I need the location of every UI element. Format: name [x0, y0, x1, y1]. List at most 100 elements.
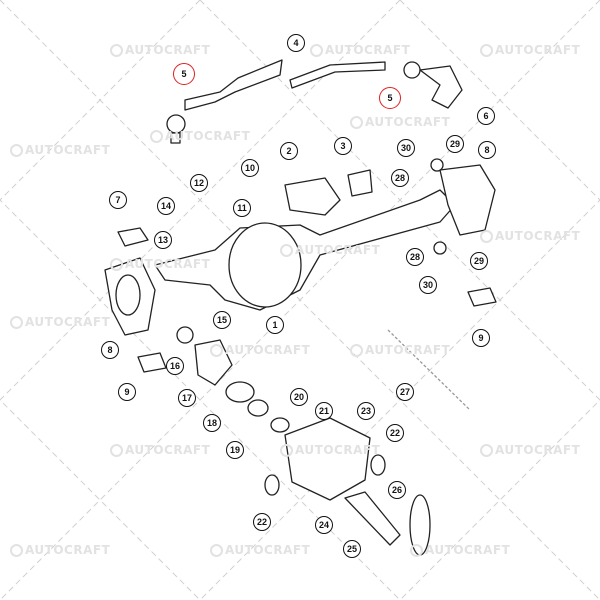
callout-30[interactable]: 30	[419, 276, 437, 294]
watermark-text: AUTOCRAFT	[25, 143, 111, 157]
callout-21[interactable]: 21	[315, 402, 333, 420]
bearing-19	[247, 399, 269, 417]
watermark-logo-icon	[480, 229, 493, 243]
tie-rod-left	[184, 59, 283, 111]
callout-2[interactable]: 2	[280, 142, 298, 160]
watermark: AUTOCRAFT	[110, 443, 210, 457]
watermark-logo-icon	[310, 43, 323, 57]
seal-15	[176, 326, 194, 344]
watermark: AUTOCRAFT	[210, 543, 310, 557]
callout-29[interactable]: 29	[470, 252, 488, 270]
watermark-logo-icon	[10, 543, 23, 557]
callout-7[interactable]: 7	[109, 191, 127, 209]
callout-9[interactable]: 9	[472, 329, 490, 347]
callout-9[interactable]: 9	[118, 383, 136, 401]
callout-28[interactable]: 28	[406, 248, 424, 266]
watermark-text: AUTOCRAFT	[165, 129, 251, 143]
watermark-text: AUTOCRAFT	[125, 43, 211, 57]
watermark-logo-icon	[150, 129, 163, 143]
watermark-logo-icon	[110, 43, 123, 57]
watermark-text: AUTOCRAFT	[295, 443, 381, 457]
steering-knuckle-right	[439, 164, 496, 236]
watermark-logo-icon	[10, 143, 23, 157]
cap-9-left	[137, 352, 167, 373]
callout-5[interactable]: 5	[173, 63, 195, 85]
watermark-text: AUTOCRAFT	[295, 243, 381, 257]
callout-3[interactable]: 3	[334, 137, 352, 155]
watermark: AUTOCRAFT	[480, 229, 580, 243]
watermark-logo-icon	[280, 443, 293, 457]
cap-9-right	[467, 287, 497, 307]
washer-28-lower	[433, 241, 447, 255]
callout-12[interactable]: 12	[190, 174, 208, 192]
callout-30[interactable]: 30	[397, 139, 415, 157]
callout-14[interactable]: 14	[157, 197, 175, 215]
watermark-text: AUTOCRAFT	[495, 43, 581, 57]
watermark-text: AUTOCRAFT	[25, 315, 111, 329]
watermark: AUTOCRAFT	[350, 343, 450, 357]
watermark: AUTOCRAFT	[410, 543, 510, 557]
callout-23[interactable]: 23	[357, 402, 375, 420]
watermark-logo-icon	[480, 443, 493, 457]
callout-22[interactable]: 22	[386, 424, 404, 442]
bearing-race-18	[225, 381, 255, 403]
callout-18[interactable]: 18	[203, 414, 221, 432]
callout-17[interactable]: 17	[178, 389, 196, 407]
watermark: AUTOCRAFT	[350, 115, 450, 129]
watermark-logo-icon	[350, 115, 363, 129]
watermark: AUTOCRAFT	[10, 143, 110, 157]
callout-28[interactable]: 28	[391, 169, 409, 187]
watermark-text: AUTOCRAFT	[365, 115, 451, 129]
knuckle-bore-left	[115, 274, 141, 316]
watermark-text: AUTOCRAFT	[25, 543, 111, 557]
watermark-text: AUTOCRAFT	[225, 343, 311, 357]
callout-25[interactable]: 25	[343, 540, 361, 558]
watermark-logo-icon	[110, 257, 123, 271]
differential-cover-opening	[228, 222, 302, 308]
watermark-text: AUTOCRAFT	[495, 229, 581, 243]
callout-5[interactable]: 5	[379, 87, 401, 109]
watermark-logo-icon	[110, 443, 123, 457]
grid-line	[0, 0, 401, 401]
washer-28	[430, 158, 444, 172]
callout-16[interactable]: 16	[166, 357, 184, 375]
watermark-text: AUTOCRAFT	[365, 343, 451, 357]
bracket-2	[284, 177, 341, 216]
callout-26[interactable]: 26	[388, 481, 406, 499]
callout-8[interactable]: 8	[478, 141, 496, 159]
watermark: AUTOCRAFT	[10, 315, 110, 329]
watermark-text: AUTOCRAFT	[495, 443, 581, 457]
callout-8[interactable]: 8	[101, 341, 119, 359]
watermark-logo-icon	[480, 43, 493, 57]
watermark-text: AUTOCRAFT	[125, 443, 211, 457]
grid-line	[0, 199, 401, 600]
tie-rod-end-right	[403, 61, 421, 79]
watermark-logo-icon	[410, 543, 423, 557]
callout-29[interactable]: 29	[446, 135, 464, 153]
callout-15[interactable]: 15	[213, 311, 231, 329]
watermark: AUTOCRAFT	[110, 257, 210, 271]
callout-13[interactable]: 13	[154, 231, 172, 249]
callout-27[interactable]: 27	[396, 383, 414, 401]
callout-1[interactable]: 1	[266, 316, 284, 334]
tie-rod-center	[289, 61, 386, 89]
watermark-logo-icon	[10, 315, 23, 329]
driveshaft-27	[387, 329, 471, 411]
steering-arm	[419, 65, 463, 109]
watermark-text: AUTOCRAFT	[325, 43, 411, 57]
watermark-text: AUTOCRAFT	[125, 257, 211, 271]
shim-20	[270, 417, 290, 433]
watermark: AUTOCRAFT	[280, 443, 380, 457]
callout-6[interactable]: 6	[477, 107, 495, 125]
callout-22[interactable]: 22	[253, 513, 271, 531]
callout-10[interactable]: 10	[241, 159, 259, 177]
callout-20[interactable]: 20	[290, 388, 308, 406]
callout-19[interactable]: 19	[226, 441, 244, 459]
callout-11[interactable]: 11	[233, 199, 251, 217]
callout-24[interactable]: 24	[315, 516, 333, 534]
watermark: AUTOCRAFT	[310, 43, 410, 57]
callout-4[interactable]: 4	[287, 34, 305, 52]
tie-rod-end-stud-left	[170, 132, 181, 144]
